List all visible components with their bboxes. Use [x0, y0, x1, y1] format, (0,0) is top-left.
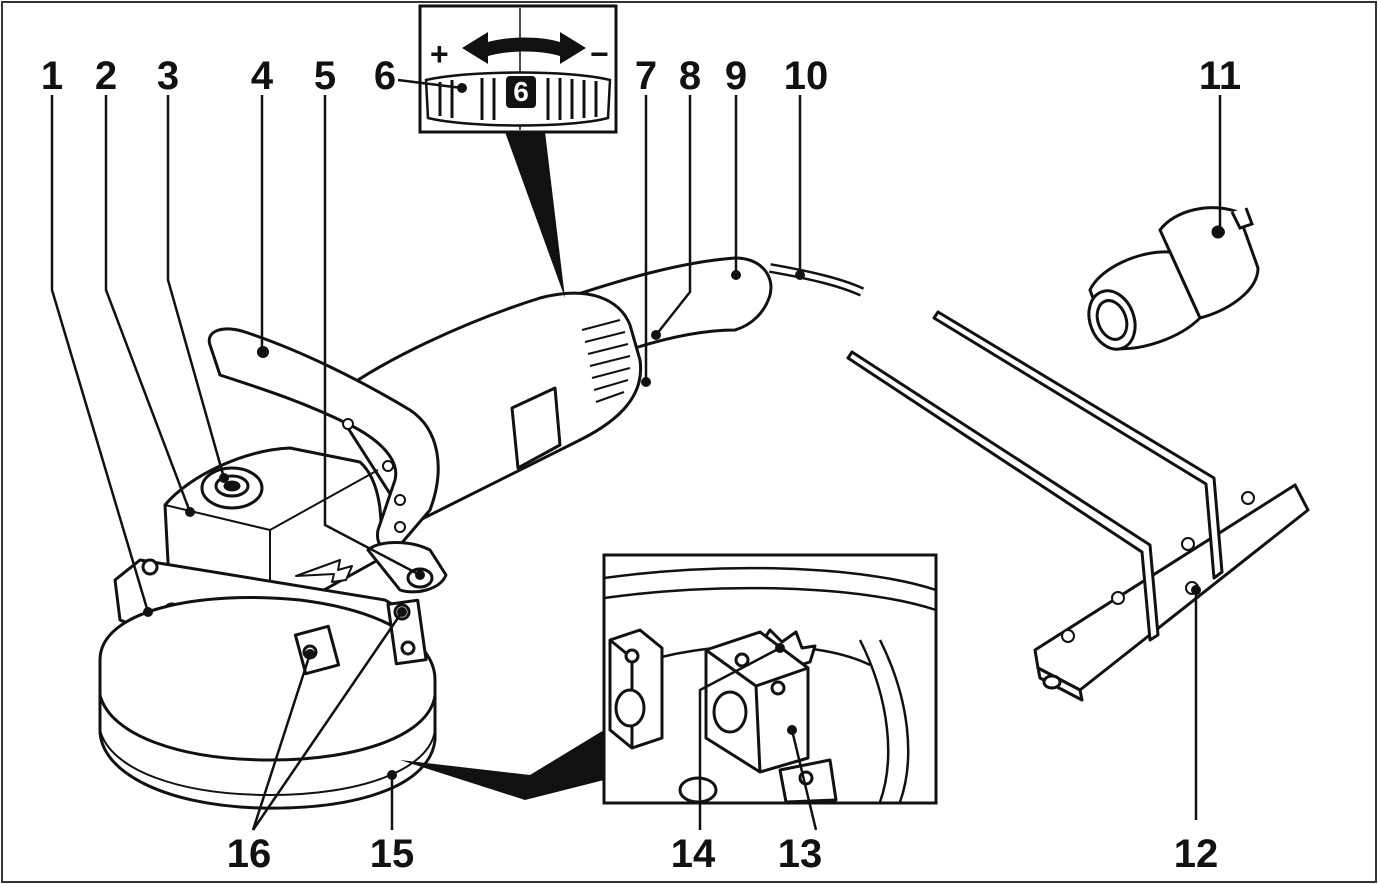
callout-13: 13 [777, 832, 823, 876]
front-handle [207, 327, 440, 551]
leader-5 [323, 95, 421, 577]
leader-16a [251, 653, 312, 831]
callout-4: 4 [250, 54, 274, 98]
dial-value-box [506, 76, 536, 108]
callout-9: 9 [724, 54, 748, 98]
leader-dots [143, 83, 1225, 780]
callout-7: 7 [634, 54, 658, 98]
speed-dial-inset [418, 4, 618, 298]
wall-grinder [98, 256, 865, 810]
leader-8 [655, 95, 692, 336]
leader-6 [397, 78, 463, 90]
callout-11: 11 [1198, 54, 1242, 98]
switch-window [510, 386, 562, 470]
dial-value: 6 [513, 76, 529, 107]
detail-pointer-wedge [400, 730, 604, 800]
dial-knurling [438, 78, 598, 120]
leader-13 [790, 729, 818, 831]
callout-5: 5 [313, 54, 337, 98]
dial-direction-arrow [462, 32, 586, 64]
callout-14: 14 [670, 832, 716, 876]
leader-lines [50, 78, 1222, 831]
motor-vents [581, 319, 631, 403]
cutter-detail-inset [400, 553, 938, 805]
rotation-arrow [295, 559, 353, 583]
dust-hood [98, 596, 437, 810]
dial-pointer-wedge [505, 132, 565, 298]
leader-3 [166, 95, 226, 479]
leader-2 [104, 95, 192, 513]
callout-8: 8 [678, 54, 702, 98]
dial-minus-mark: − [590, 36, 609, 72]
rail-rod-front [846, 350, 1160, 642]
adapter-sleeve [1087, 206, 1260, 351]
guide-rail [846, 310, 1310, 702]
callout-2: 2 [94, 54, 118, 98]
callout-12: 12 [1173, 832, 1219, 876]
callout-16: 16 [226, 832, 272, 876]
leader-16b [251, 611, 404, 831]
callout-6: 6 [373, 54, 397, 98]
callout-1: 1 [40, 54, 64, 98]
leader-1 [50, 95, 150, 613]
callout-10: 10 [783, 54, 829, 98]
dial-plus-mark: + [430, 36, 449, 72]
callout-3: 3 [156, 54, 180, 98]
rail-rod-back [932, 310, 1224, 580]
callout-15: 15 [369, 832, 415, 876]
leader-14 [698, 646, 781, 830]
